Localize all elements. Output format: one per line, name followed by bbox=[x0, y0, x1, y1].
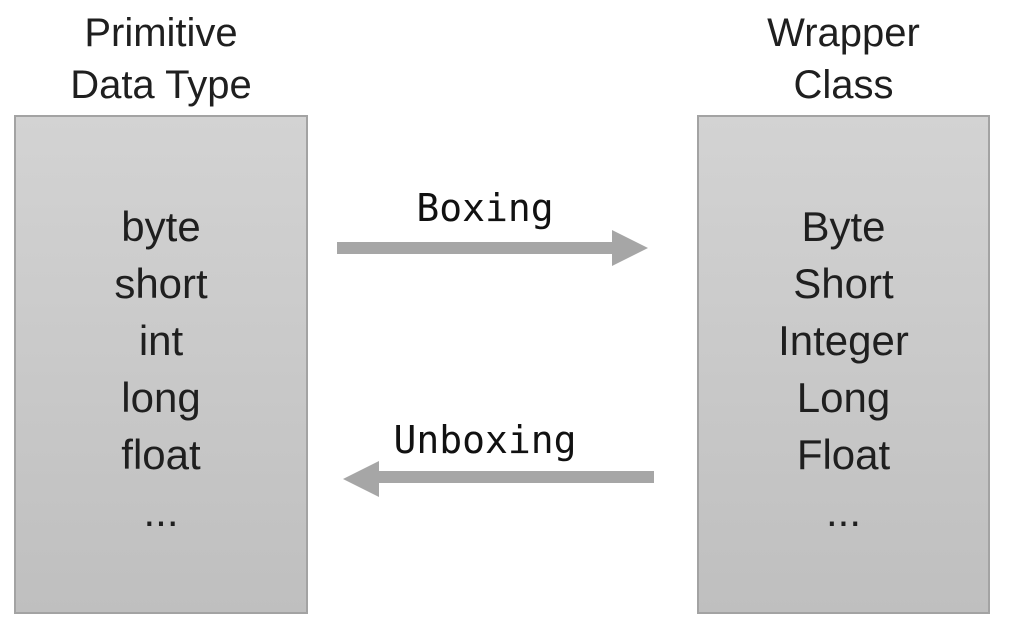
boxing-arrow-shaft bbox=[337, 242, 613, 254]
list-item: int bbox=[138, 316, 184, 364]
list-item-ellipsis: ... bbox=[825, 487, 861, 535]
unboxing-arrow-shaft bbox=[379, 471, 654, 483]
wrapper-title-line1: Wrapper bbox=[767, 11, 920, 55]
unboxing-label: Unboxing bbox=[393, 418, 577, 462]
list-item: Byte bbox=[801, 202, 886, 250]
list-item: Short bbox=[793, 259, 894, 307]
primitive-types-box: byte short int long float ... bbox=[14, 115, 308, 614]
list-item: long bbox=[121, 373, 201, 421]
list-item: byte bbox=[121, 202, 201, 250]
unboxing-arrow-left-icon bbox=[343, 461, 379, 497]
list-item: Long bbox=[796, 373, 891, 421]
wrapper-classes-box: Byte Short Integer Long Float ... bbox=[697, 115, 990, 614]
primitive-title-line2: Data Type bbox=[70, 63, 252, 107]
list-item: Float bbox=[796, 430, 891, 478]
wrapper-title: Wrapper Class bbox=[697, 7, 990, 111]
primitive-title-line1: Primitive bbox=[84, 11, 238, 55]
boxing-label: Boxing bbox=[416, 186, 554, 230]
list-item: Integer bbox=[778, 316, 909, 364]
wrapper-title-line2: Class bbox=[793, 63, 894, 107]
primitive-title: Primitive Data Type bbox=[14, 7, 308, 111]
list-item-ellipsis: ... bbox=[143, 487, 179, 535]
boxing-arrow-right-icon bbox=[612, 230, 648, 266]
list-item: short bbox=[114, 259, 208, 307]
list-item: float bbox=[121, 430, 201, 478]
